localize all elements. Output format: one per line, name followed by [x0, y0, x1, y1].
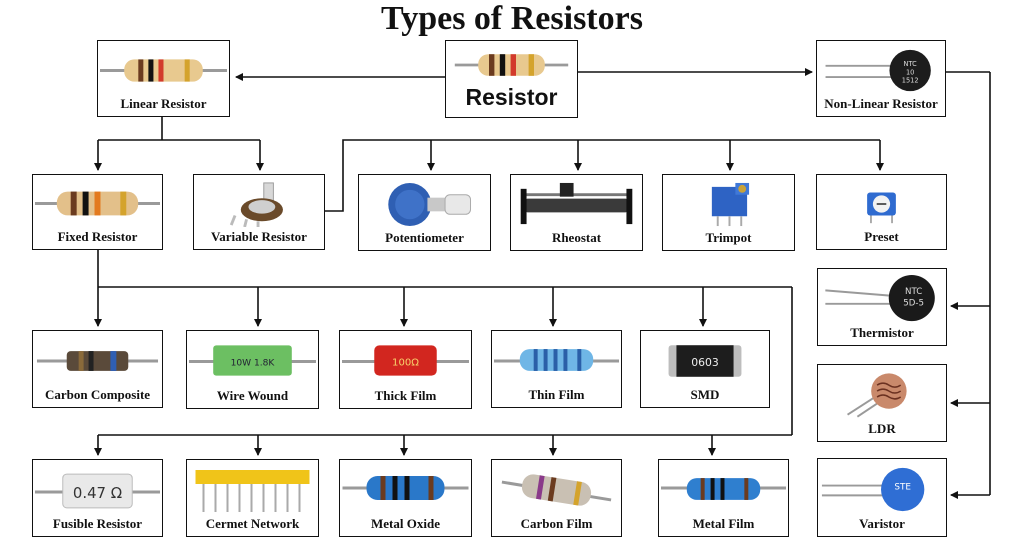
node-label: Preset: [864, 229, 899, 244]
node-label: Resistor: [465, 84, 558, 110]
node-trimpot: Trimpot: [662, 174, 795, 251]
axial-resistor-icon: [33, 337, 162, 385]
wire-wound-icon: 10W 1.8K: [187, 337, 318, 386]
node-label: Potentiometer: [385, 230, 464, 245]
fusible-text: 0.47 Ω: [73, 484, 122, 502]
node-metal-film: Metal Film: [658, 459, 789, 537]
thermistor-icon: NTC 5D-5: [818, 275, 946, 323]
axial-resistor-icon: [492, 466, 621, 514]
node-label: Wire Wound: [216, 388, 289, 403]
sip-network-icon: [187, 466, 318, 514]
trimpot-icon: [663, 181, 794, 228]
node-label: Fixed Resistor: [57, 229, 138, 244]
node-label: Variable Resistor: [211, 229, 307, 244]
diagram-title: Types of Resistors: [381, 0, 643, 37]
axial-resistor-icon: [98, 47, 229, 94]
node-thin-film: Thin Film: [491, 330, 622, 408]
axial-resistor-icon: [340, 466, 471, 514]
thick-film-icon: 100Ω: [340, 337, 471, 386]
node-label: Carbon Composite: [44, 387, 151, 402]
axial-resistor-icon: [659, 466, 788, 514]
node-label: Carbon Film: [520, 516, 593, 531]
node-label: Metal Oxide: [371, 516, 440, 531]
node-linear-resistor: Linear Resistor: [97, 40, 230, 117]
node-metal-oxide: Metal Oxide: [339, 459, 472, 537]
node-ldr: LDR: [817, 364, 947, 442]
node-label: Varistor: [859, 516, 905, 531]
node-carbon-film: Carbon Film: [491, 459, 622, 537]
node-label: Thermistor: [850, 325, 914, 340]
ntc-text: NTC: [904, 60, 918, 68]
node-label: Thick Film: [374, 388, 437, 403]
node-label: SMD: [690, 387, 720, 402]
thermistor-text-1: NTC: [905, 287, 922, 297]
node-thermistor: NTC 5D-5 Thermistor: [817, 268, 947, 346]
potentiometer-icon: [359, 181, 490, 228]
ntc-value-text: 10: [906, 68, 914, 76]
node-rheostat: Rheostat: [510, 174, 643, 251]
node-thick-film: 100Ω Thick Film: [339, 330, 472, 409]
node-label: Thin Film: [528, 387, 585, 402]
node-cermet-network: Cermet Network: [186, 459, 319, 537]
smd-text: 0603: [691, 356, 719, 369]
node-label: LDR: [868, 421, 896, 436]
node-label: Non-Linear Resistor: [824, 96, 938, 111]
node-non-linear-resistor: NTC 10 1512 Non-Linear Resistor: [816, 40, 946, 117]
node-label: Cermet Network: [205, 516, 300, 531]
axial-resistor-icon: [33, 181, 162, 227]
ntc-code-text: 1512: [902, 77, 919, 85]
potentiometer-icon: [194, 181, 324, 227]
node-label: Metal Film: [692, 516, 755, 531]
fusible-resistor-icon: 0.47 Ω: [33, 466, 162, 514]
node-fusible-resistor: 0.47 Ω Fusible Resistor: [32, 459, 163, 537]
node-variable-resistor: Variable Resistor: [193, 174, 325, 250]
axial-resistor-icon: [446, 47, 577, 83]
ldr-icon: [818, 371, 946, 419]
preset-icon: [817, 181, 946, 227]
varistor-icon: STE: [818, 465, 946, 514]
thermistor-text-2: 5D-5: [903, 299, 924, 309]
rheostat-icon: [511, 181, 642, 228]
axial-resistor-icon: [492, 337, 621, 385]
node-resistor: Resistor: [445, 40, 578, 118]
node-label: Rheostat: [551, 230, 602, 245]
node-label: Fusible Resistor: [52, 516, 143, 531]
node-label: Linear Resistor: [120, 96, 207, 111]
node-fixed-resistor: Fixed Resistor: [32, 174, 163, 250]
node-carbon-composite: Carbon Composite: [32, 330, 163, 408]
node-label: Trimpot: [705, 230, 752, 245]
node-smd: 0603 SMD: [640, 330, 770, 408]
node-wire-wound: 10W 1.8K Wire Wound: [186, 330, 319, 409]
varistor-text: STE: [894, 483, 911, 493]
node-preset: Preset: [816, 174, 947, 250]
smd-chip-icon: 0603: [641, 337, 769, 385]
node-potentiometer: Potentiometer: [358, 174, 491, 251]
node-varistor: STE Varistor: [817, 458, 947, 537]
thick-film-text: 100Ω: [392, 358, 419, 369]
wire-wound-text: 10W 1.8K: [231, 359, 276, 369]
ntc-disc-icon: NTC 10 1512: [817, 47, 945, 94]
